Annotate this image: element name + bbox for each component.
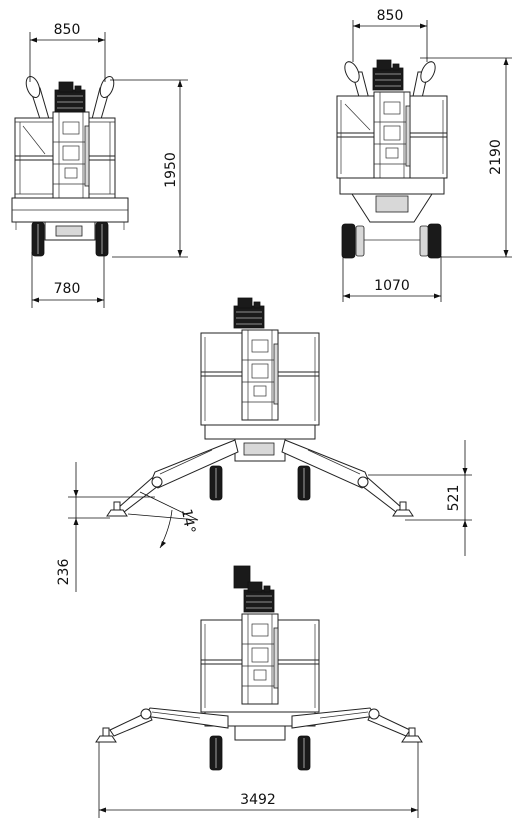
rear-dim-height: 2190 — [420, 57, 512, 258]
rear-dim-top: 850 — [352, 8, 428, 62]
outrigger-span-label: 3492 — [240, 792, 276, 808]
front-dim-top: 850 — [29, 22, 106, 82]
outrigger-span-dim: 3492 — [98, 742, 419, 818]
front-height-label: 1950 — [163, 152, 179, 188]
outrigger-angle-dim: 14° — [127, 491, 199, 549]
front-width-top-label: 850 — [54, 22, 81, 38]
rear-width-top-label: 850 — [377, 8, 404, 24]
rear-dim-bottom: 1070 — [342, 256, 442, 302]
outrigger-angle-label: 14° — [178, 508, 198, 535]
ground-clearance-dim: 236 — [56, 462, 155, 592]
front-width-bottom-label: 780 — [54, 281, 81, 297]
outriggers-deployed-view — [95, 565, 423, 771]
front-dim-height: 1950 — [110, 79, 188, 258]
ground-clearance-label: 236 — [56, 559, 72, 586]
outrigger-lift-label: 521 — [446, 485, 462, 512]
outrigger-lift-dim: 521 — [368, 440, 472, 556]
front-view — [11, 75, 129, 257]
outriggers-raised-view — [106, 297, 414, 517]
front-dim-bottom: 780 — [31, 252, 105, 308]
rear-height-label: 2190 — [488, 139, 504, 175]
rear-width-bottom-label: 1070 — [374, 278, 410, 294]
rear-view — [336, 59, 448, 259]
